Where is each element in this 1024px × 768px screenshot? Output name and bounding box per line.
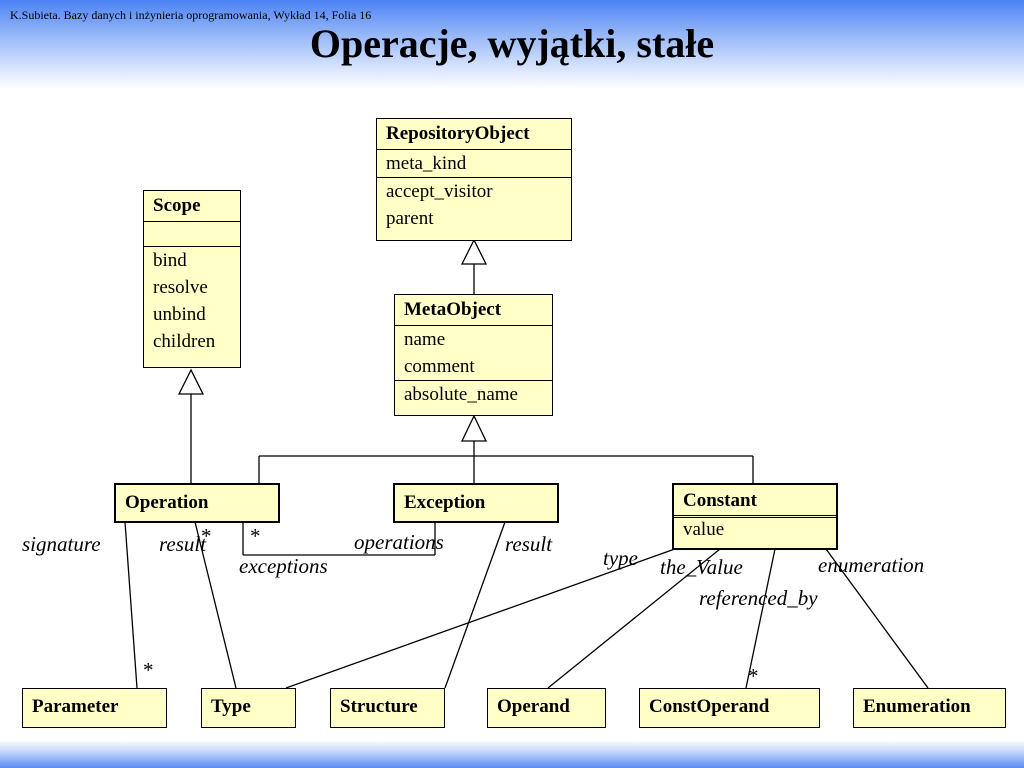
class-name: Enumeration [863, 696, 971, 717]
class-operation: Operation [114, 483, 280, 523]
class-type: Type [201, 688, 296, 728]
class-attributes [144, 221, 240, 246]
class-name: Parameter [32, 696, 119, 717]
label-enumeration: enumeration [818, 553, 925, 577]
label-operations: operations [354, 530, 444, 554]
label-the-value: the_Value [660, 555, 743, 579]
class-constant: Constant value [672, 483, 838, 550]
class-scope: Scope bind resolve unbind children [143, 190, 241, 368]
label-exceptions: exceptions [239, 554, 328, 578]
class-name: Scope [153, 195, 201, 216]
multiplicity-star: * [250, 524, 261, 548]
class-name: Operand [497, 696, 570, 717]
label-result-exception: result [505, 532, 553, 556]
class-operand: Operand [487, 688, 606, 728]
class-operations: accept_visitor parent [377, 177, 571, 232]
label-result-operation: result [159, 532, 207, 556]
class-const-operand: ConstOperand [639, 688, 820, 728]
generalization-arrow [460, 238, 488, 265]
class-exception: Exception [393, 483, 559, 523]
class-attributes: value [674, 515, 836, 542]
footer-band [0, 740, 1024, 768]
class-name: Type [211, 696, 251, 717]
class-attributes: name comment [395, 325, 552, 380]
class-operations: bind resolve unbind children [144, 246, 240, 355]
class-operations: absolute_name [395, 380, 552, 408]
class-name: Exception [404, 492, 486, 513]
slide-title: Operacje, wyjątki, stałe [309, 21, 715, 66]
label-signature: signature [22, 532, 101, 556]
label-referenced-by: referenced_by [699, 586, 818, 610]
generalization-arrow [460, 414, 488, 442]
multiplicity-star: * [143, 658, 154, 682]
class-name: MetaObject [404, 299, 502, 320]
class-repository-object: RepositoryObject meta_kind accept_visito… [376, 118, 572, 241]
multiplicity-star: * [748, 664, 759, 688]
class-parameter: Parameter [22, 688, 167, 728]
class-name: ConstOperand [649, 696, 770, 717]
footer-text: K.Subieta. Bazy danych i inżynieria opro… [10, 8, 372, 22]
class-name: Operation [125, 492, 209, 513]
generalization-arrow [177, 368, 205, 395]
class-structure: Structure [330, 688, 445, 728]
class-enumeration: Enumeration [853, 688, 1006, 728]
class-name: Structure [340, 696, 418, 717]
header-band [0, 0, 1024, 90]
class-name: RepositoryObject [386, 123, 530, 144]
class-meta-object: MetaObject name comment absolute_name [394, 294, 553, 416]
label-type: type [603, 546, 638, 570]
multiplicity-star: * [201, 524, 212, 548]
class-name: Constant [683, 490, 757, 511]
class-attributes: meta_kind [377, 149, 571, 177]
